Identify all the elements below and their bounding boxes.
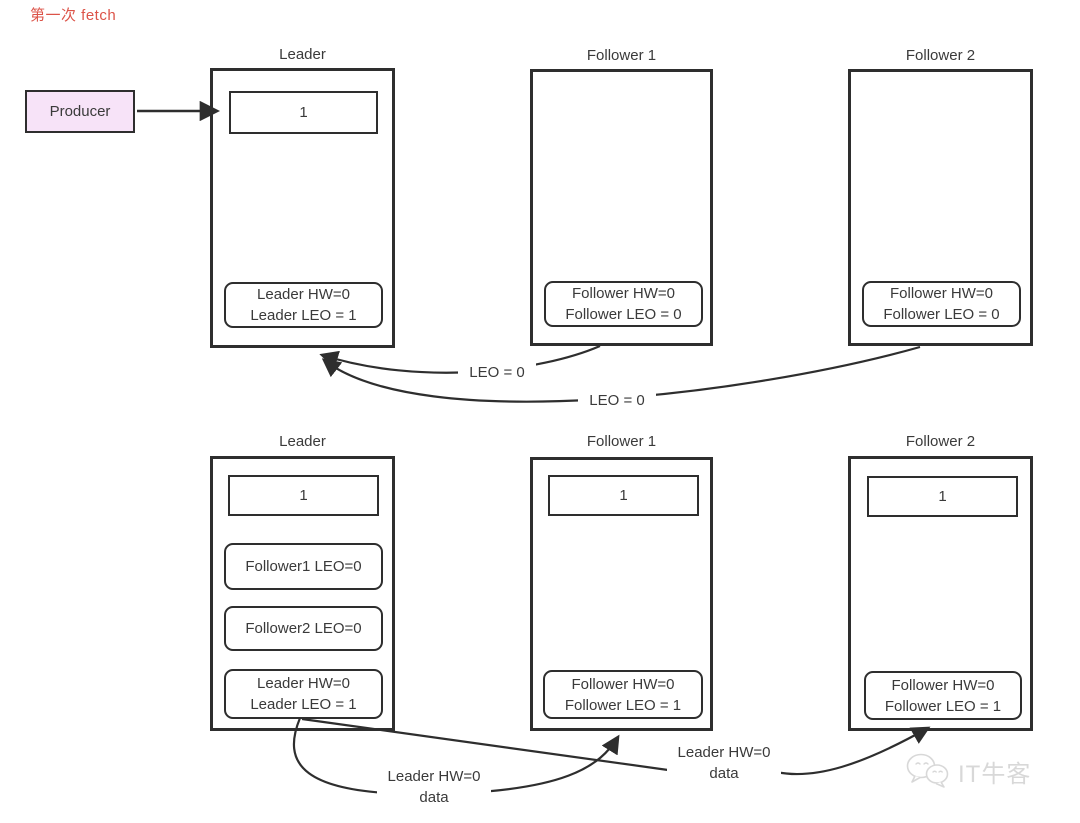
state-line: Follower1 LEO=0 [245, 558, 362, 575]
bottom-follower1-state-box: Follower HW=0 Follower LEO = 1 [543, 670, 703, 719]
message-value: 1 [299, 104, 308, 121]
state-line: Leader LEO = 1 [250, 696, 357, 713]
state-line: Follower HW=0 [890, 285, 993, 302]
top-leader-node: 1 Leader HW=0 Leader LEO = 1 [210, 68, 395, 348]
top-leader-message-block: 1 [229, 91, 378, 134]
arrow-label-line: data [709, 765, 739, 782]
bottom-leader-title: Leader [279, 433, 326, 450]
message-value: 1 [938, 488, 947, 505]
bottom-follower2-node: 1 Follower HW=0 Follower LEO = 1 [848, 456, 1033, 731]
bottom-follower2-message-block: 1 [867, 476, 1018, 517]
producer-node: Producer [25, 90, 135, 133]
top-follower1-node: Follower HW=0 Follower LEO = 0 [530, 69, 713, 346]
state-line: Follower HW=0 [572, 285, 675, 302]
diagram-title: 第一次 fetch [30, 7, 117, 24]
state-line: Leader HW=0 [257, 286, 350, 303]
bottom-follower2-state-box: Follower HW=0 Follower LEO = 1 [864, 671, 1022, 720]
top-leader-state-box: Leader HW=0 Leader LEO = 1 [224, 282, 383, 328]
watermark: IT牛客 [905, 752, 1031, 790]
arrow-label-line: Leader HW=0 [677, 744, 771, 761]
arrow-label-data-follower1: Leader HW=0 data [377, 766, 491, 808]
bottom-leader-message-block: 1 [228, 475, 379, 516]
top-follower1-title: Follower 1 [586, 47, 657, 64]
bottom-follower1-node: 1 Follower HW=0 Follower LEO = 1 [530, 457, 713, 731]
message-value: 1 [299, 487, 308, 504]
state-line: Follower HW=0 [571, 675, 675, 693]
bottom-leader-follower2-leo-box: Follower2 LEO=0 [224, 606, 383, 651]
arrow-label-line: data [419, 789, 449, 806]
arrow-label-leo-follower2: LEO = 0 [578, 390, 656, 411]
top-follower1-state-box: Follower HW=0 Follower LEO = 0 [544, 281, 703, 327]
state-line: Leader HW=0 [257, 675, 350, 692]
state-line: Leader LEO = 1 [250, 307, 357, 324]
bottom-leader-node: 1 Follower1 LEO=0 Follower2 LEO=0 Leader… [210, 456, 395, 731]
top-follower2-title: Follower 2 [905, 47, 976, 64]
state-line: Follower LEO = 0 [883, 306, 1000, 323]
bottom-follower2-title: Follower 2 [905, 433, 976, 450]
top-leader-title: Leader [279, 46, 326, 63]
state-line: Follower LEO = 1 [564, 696, 682, 714]
state-line: Follower2 LEO=0 [245, 620, 362, 637]
arrow-label-leo-follower1: LEO = 0 [458, 362, 536, 383]
wechat-bubbles-icon [906, 753, 949, 788]
bottom-follower1-title: Follower 1 [586, 433, 657, 450]
state-line: Follower LEO = 1 [884, 697, 1002, 715]
top-follower2-node: Follower HW=0 Follower LEO = 0 [848, 69, 1033, 346]
state-line: Follower LEO = 0 [565, 306, 682, 323]
arrow-label-line: Leader HW=0 [387, 768, 481, 785]
state-line: Follower HW=0 [891, 676, 995, 694]
watermark-text: IT牛客 [958, 760, 1032, 788]
bottom-follower1-message-block: 1 [548, 475, 699, 516]
message-value: 1 [619, 487, 628, 504]
arrow-label-data-follower2: Leader HW=0 data [667, 742, 781, 784]
bottom-leader-state-box: Leader HW=0 Leader LEO = 1 [224, 669, 383, 719]
producer-label: Producer [49, 103, 111, 120]
top-follower2-state-box: Follower HW=0 Follower LEO = 0 [862, 281, 1021, 327]
bottom-leader-follower1-leo-box: Follower1 LEO=0 [224, 543, 383, 590]
